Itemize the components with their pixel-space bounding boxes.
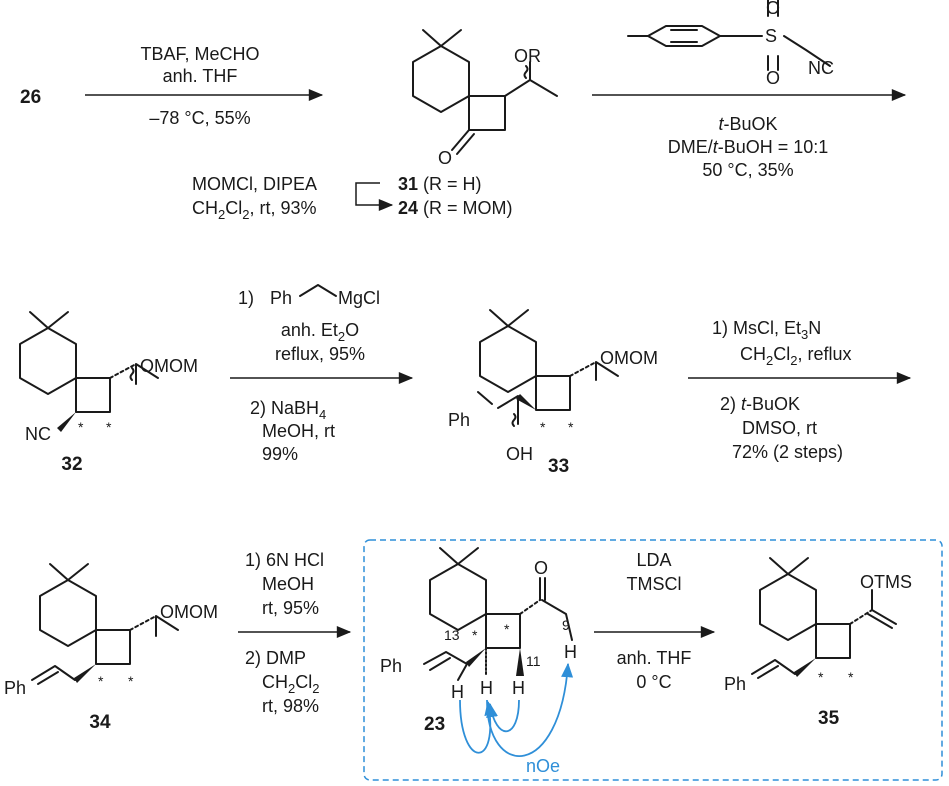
compound-26-label: 26 <box>20 87 41 108</box>
step3-red-solvent: MeOH, rt <box>262 421 335 441</box>
isocyanide-label: NC <box>808 58 834 78</box>
compound-32-label: 32 <box>61 454 82 475</box>
step6-line4: 0 °C <box>636 672 671 692</box>
step4-line4: DMSO, rt <box>742 418 817 438</box>
sulfonyl-o-top: O <box>766 0 780 18</box>
compound-31-caption: 31 (R = H) <box>398 174 482 194</box>
h-label-13: H <box>451 682 464 702</box>
mom-arrow <box>355 182 394 211</box>
tosmic-structure <box>627 0 831 71</box>
step2-base: t-BuOK <box>718 114 777 134</box>
structure-34 <box>31 563 179 685</box>
structure-35 <box>751 557 897 679</box>
mom-reagent: MOMCl, DIPEA <box>192 174 317 194</box>
c11-label: 11 <box>526 653 541 669</box>
compound-34-label: 34 <box>89 712 111 733</box>
mom-conditions: CH2Cl2, rt, 93% <box>192 198 317 222</box>
step5-line4: 2) DMP <box>245 648 306 668</box>
ph-label-35: Ph <box>724 674 746 694</box>
structure-32 <box>19 311 159 432</box>
compound-24-caption: 24 (R = MOM) <box>398 198 513 218</box>
noe-arc-1 <box>459 699 497 754</box>
h-label-c12: H <box>480 678 493 698</box>
noe-arc-2 <box>486 662 574 757</box>
noe-arc-3 <box>486 699 520 733</box>
step6-line1: LDA <box>636 550 671 570</box>
c9-label: 9 <box>562 617 570 633</box>
star-23a: * <box>472 627 478 643</box>
step4-line5: 72% (2 steps) <box>732 442 843 462</box>
omom-label-32: OMOM <box>140 356 198 376</box>
structure-23 <box>423 547 573 681</box>
compound-33-label: 33 <box>548 456 569 477</box>
star-33b: * <box>568 419 574 435</box>
star-34a: * <box>98 673 104 689</box>
ketone-o-label-23: O <box>534 558 548 578</box>
step3-mgcl: MgCl <box>338 288 380 308</box>
star-32b: * <box>106 419 112 435</box>
star-33a: * <box>540 419 546 435</box>
sulfur-label: S <box>765 26 777 46</box>
or-label: OR <box>514 46 541 66</box>
step5-line3: rt, 95% <box>262 598 319 618</box>
star-23b: * <box>504 621 510 637</box>
step6-line3: anh. THF <box>617 648 692 668</box>
step5-line6: rt, 98% <box>262 696 319 716</box>
c13-label: 13 <box>444 627 460 643</box>
compound-35-label: 35 <box>818 708 840 729</box>
step3-solvent: anh. Et2O <box>281 320 359 344</box>
h-label-9: H <box>564 642 577 662</box>
sulfonyl-o-bottom: O <box>766 68 780 88</box>
nc-label-32: NC <box>25 424 51 444</box>
step1-conditions: –78 °C, 55% <box>149 108 250 128</box>
star-35b: * <box>848 669 854 685</box>
ph-label-33: Ph <box>448 410 470 430</box>
star-35a: * <box>818 669 824 685</box>
step2-solvent: DME/t-BuOH = 10:1 <box>668 137 829 157</box>
star-32a: * <box>78 419 84 435</box>
step3-ph: Ph <box>270 288 292 308</box>
step4-line2: CH2Cl2, reflux <box>740 344 852 368</box>
structure-31-24 <box>412 29 558 155</box>
step3-cond1: reflux, 95% <box>275 344 365 364</box>
compound-23-label: 23 <box>424 714 445 735</box>
step2-conditions: 50 °C, 35% <box>702 160 793 180</box>
benzyl-bond <box>299 284 337 297</box>
step4-line1: 1) MsCl, Et3N <box>712 318 821 342</box>
step5-line5: CH2Cl2 <box>262 672 319 696</box>
ph-label-34: Ph <box>4 678 26 698</box>
ketone-o-label: O <box>438 148 452 168</box>
star-34b: * <box>128 673 134 689</box>
oh-label-33: OH <box>506 444 533 464</box>
noe-label: nOe <box>526 756 560 776</box>
highlight-box <box>363 539 943 781</box>
otms-label: OTMS <box>860 572 912 592</box>
omom-label-33: OMOM <box>600 348 658 368</box>
step5-line1: 1) 6N HCl <box>245 550 324 570</box>
ph-label-23: Ph <box>380 656 402 676</box>
step3-grignard-num: 1) <box>238 288 254 308</box>
structure-33 <box>477 309 619 427</box>
step6-line2: TMSCl <box>627 574 682 594</box>
omom-label-34: OMOM <box>160 602 218 622</box>
step4-line3: 2) t-BuOK <box>720 394 800 414</box>
step3-reduction: 2) NaBH4 <box>250 398 326 422</box>
step1-reagents: TBAF, MeCHO <box>140 44 259 64</box>
h-label-11: H <box>512 678 525 698</box>
step5-line2: MeOH <box>262 574 314 594</box>
step3-red-yield: 99% <box>262 444 298 464</box>
step1-solvent: anh. THF <box>163 66 238 86</box>
